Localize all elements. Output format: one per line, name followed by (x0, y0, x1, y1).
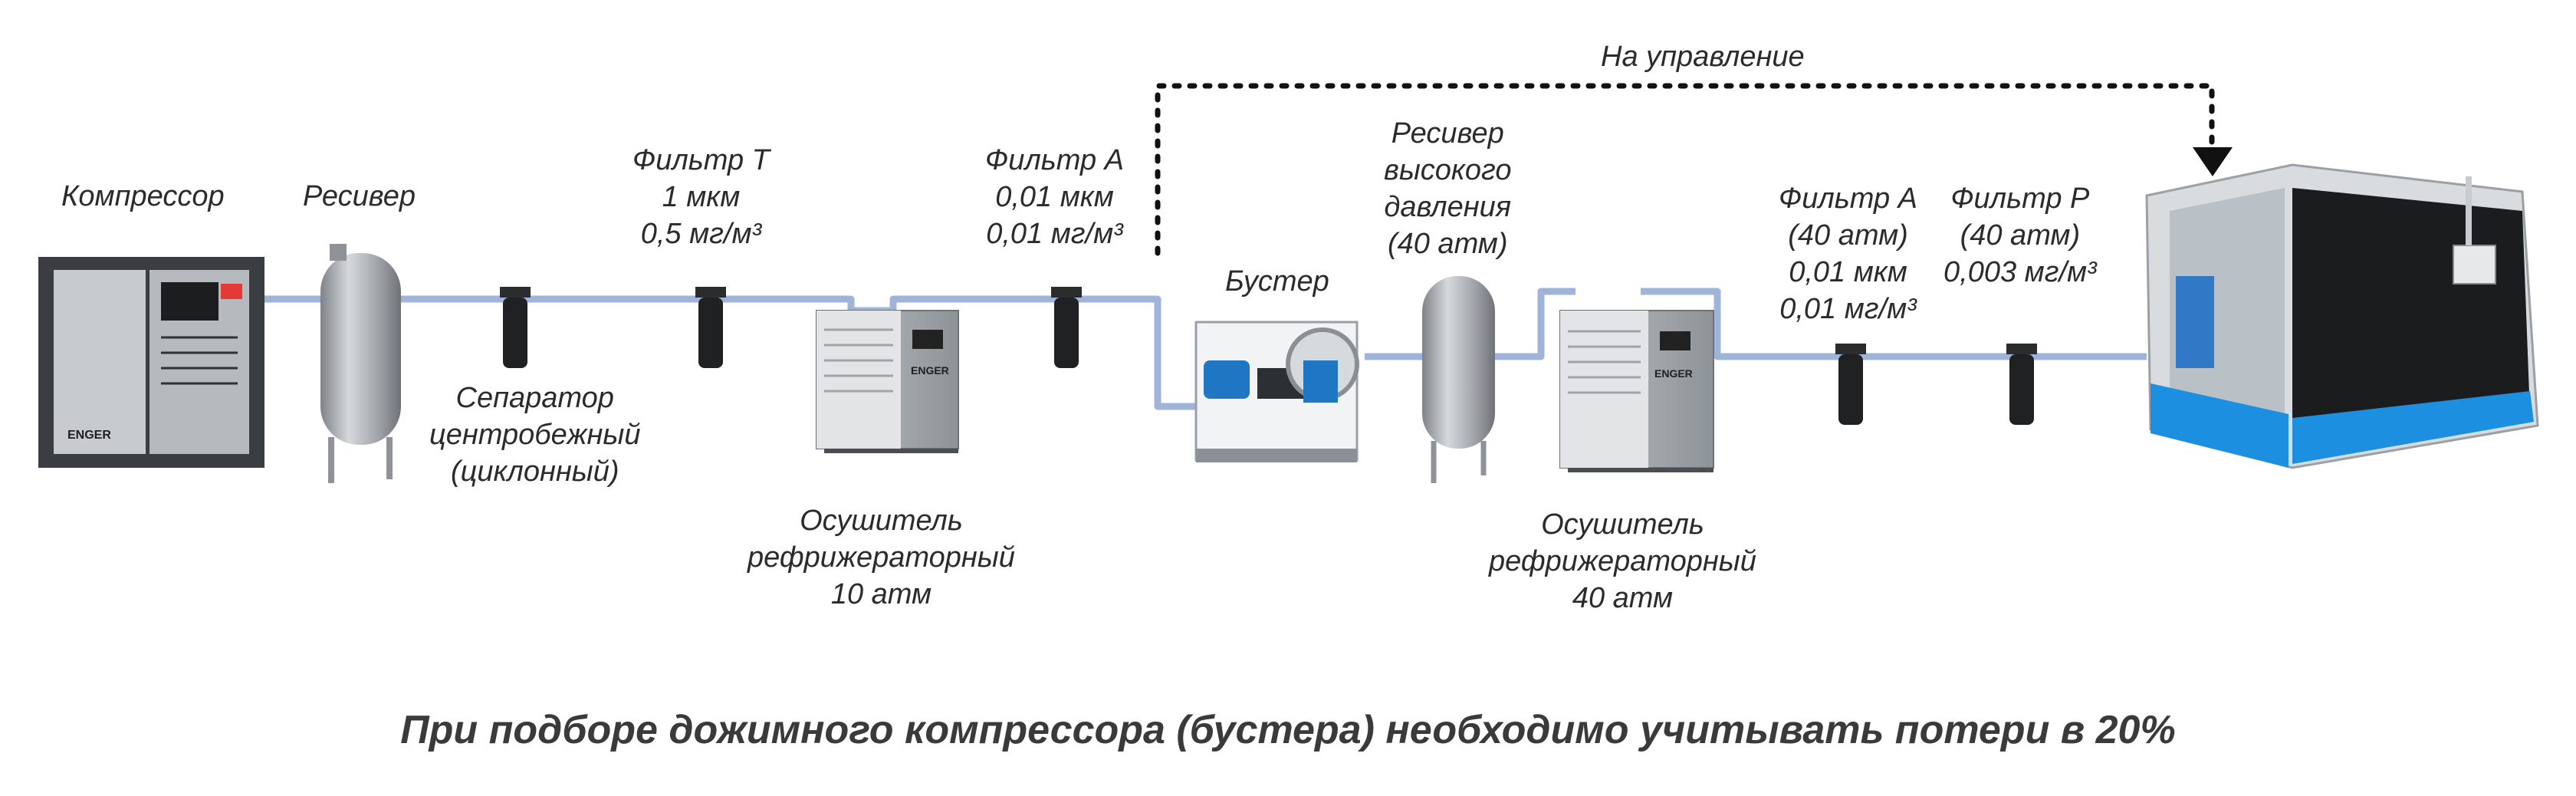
control-arrow-icon (2193, 147, 2233, 176)
dryer-1 (816, 310, 959, 453)
label-filter-p-40: Фильтр Р (40 атм) 0,003 мг/м³ (1944, 183, 2097, 288)
receiver-tank (320, 244, 401, 483)
label-receiver: Ресивер (303, 180, 416, 212)
label-dryer-1: Осушитель рефрижераторный 10 атм (748, 505, 1015, 610)
filter-t (695, 287, 726, 368)
filter-a-40 (1835, 344, 1866, 425)
label-hp-receiver: Ресивер высокого давления (40 атм) (1384, 117, 1512, 260)
dryer-2 (1559, 310, 1714, 472)
blow-molding-machine (2145, 163, 2539, 469)
label-control: На управление (1601, 41, 1805, 73)
booster-unit (1194, 321, 1359, 462)
control-line (1155, 83, 2215, 256)
filter-p-40 (2006, 344, 2037, 425)
label-filter-t: Фильтр Т 1 мкм 0,5 мг/м³ (632, 144, 770, 250)
pipe-line (261, 288, 2147, 410)
label-dryer-2: Осушитель рефрижераторный 40 атм (1489, 508, 1756, 614)
dryer-1-brand: ENGER (911, 364, 949, 377)
compressor-brand: ENGER (67, 429, 111, 442)
label-filter-a-40: Фильтр А (40 атм) 0,01 мкм 0,01 мг/м³ (1779, 183, 1918, 325)
label-filter-a: Фильтр А 0,01 мкм 0,01 мг/м³ (985, 144, 1125, 250)
hp-receiver-tank (1422, 276, 1495, 483)
label-compressor: Компрессор (61, 180, 225, 212)
label-separator: Сепаратор центробежный (циклонный) (429, 382, 641, 488)
compressor-unit (38, 257, 264, 468)
footer-note: При подборе дожимного компрессора (бусте… (400, 708, 2176, 752)
filter-a (1051, 287, 1082, 368)
dryer-2-brand: ENGER (1654, 367, 1693, 380)
label-booster: Бустер (1225, 265, 1329, 298)
separator-filter (500, 287, 531, 368)
